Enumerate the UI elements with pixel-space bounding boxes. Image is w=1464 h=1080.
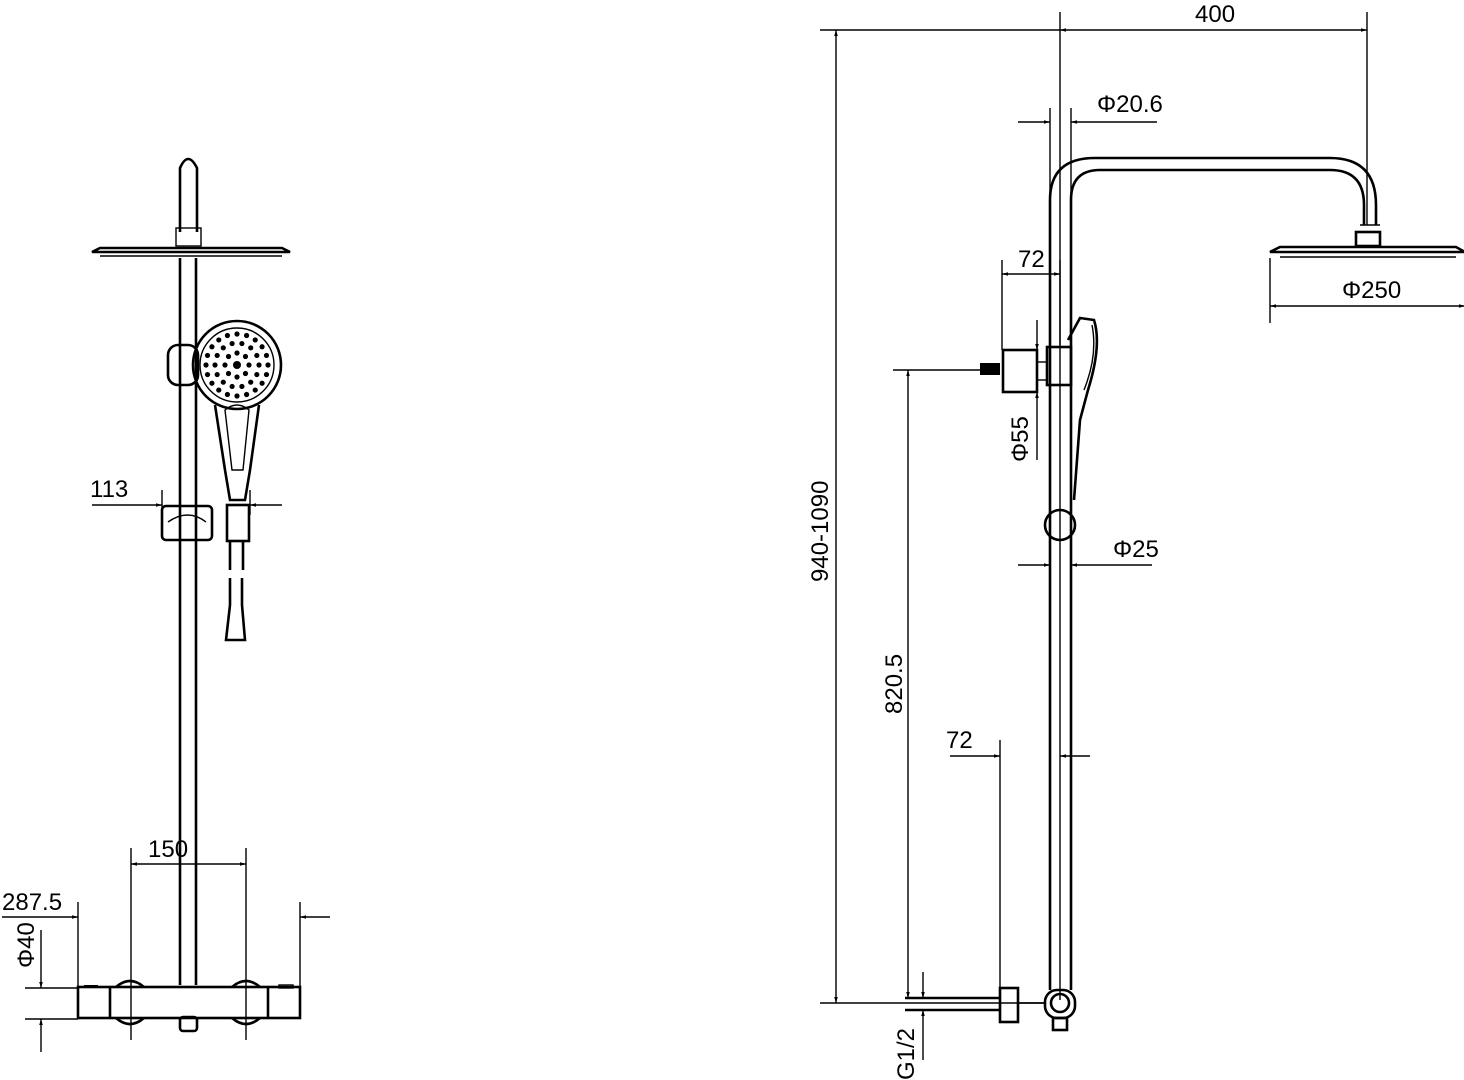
dim-phi40-label: Φ40 bbox=[13, 922, 40, 968]
front-view: 113 150 287.5 Φ40 bbox=[2, 157, 330, 1052]
dimension-g1-2: G1/2 bbox=[893, 972, 925, 1080]
dim-287-5-label: 287.5 bbox=[2, 889, 62, 916]
nozzle-dot bbox=[203, 362, 209, 368]
nozzle-dot bbox=[214, 352, 220, 359]
dim-113-label: 113 bbox=[90, 476, 128, 503]
nozzle-dot bbox=[234, 393, 240, 399]
dim-phi250-label: Φ250 bbox=[1342, 277, 1401, 304]
nozzle-dot bbox=[242, 353, 249, 360]
dimension-72-top: 72 bbox=[1001, 246, 1061, 350]
dim-400-label: 400 bbox=[1195, 1, 1235, 28]
dimension-400: 400 bbox=[1059, 1, 1368, 225]
nozzle-dot bbox=[254, 371, 260, 378]
nozzle-dot bbox=[212, 362, 218, 368]
nozzle-dot bbox=[216, 387, 222, 393]
dimension-phi55: Φ55 bbox=[1007, 320, 1039, 462]
wall-connector-side bbox=[905, 986, 1077, 1032]
dimension-phi40: Φ40 bbox=[13, 922, 78, 1052]
dim-940-1090-label: 940-1090 bbox=[807, 481, 834, 582]
nozzle-dot bbox=[239, 383, 245, 390]
nozzle-dot bbox=[229, 383, 235, 390]
dimension-72-bottom: 72 bbox=[946, 727, 1090, 988]
dim-phi25-label: Φ25 bbox=[1113, 536, 1159, 563]
nozzle-dot bbox=[222, 362, 228, 368]
side-view: 400 Φ20.6 72 Φ250 Φ55 bbox=[807, 1, 1464, 1080]
nozzle-dot bbox=[263, 352, 270, 359]
nozzle-dot bbox=[225, 353, 232, 360]
dim-phi20-6-label: Φ20.6 bbox=[1097, 91, 1163, 118]
nozzle-dot bbox=[246, 362, 252, 368]
nozzle-dot bbox=[220, 345, 226, 351]
dim-72-top-label: 72 bbox=[1018, 246, 1045, 273]
nozzle-dot bbox=[248, 345, 254, 351]
slider-holder-front bbox=[160, 503, 251, 642]
nozzle-dot bbox=[252, 337, 258, 343]
nozzle-dot bbox=[224, 391, 231, 398]
nozzle-dot bbox=[242, 370, 249, 377]
nozzle-dot bbox=[243, 332, 250, 339]
hand-shower-front bbox=[166, 319, 283, 502]
nozzle-dot bbox=[209, 344, 215, 350]
shower-arm-side bbox=[1048, 156, 1464, 258]
nozzle-dot bbox=[229, 340, 235, 347]
nozzle-dot bbox=[254, 352, 260, 359]
nozzle-dot bbox=[234, 374, 240, 380]
nozzle-dot bbox=[234, 350, 240, 356]
dimension-phi20-6: Φ20.6 bbox=[1018, 91, 1163, 200]
overhead-shower-front bbox=[91, 157, 291, 257]
dimension-940-1090: 940-1090 bbox=[807, 29, 1060, 1004]
nozzle-dot bbox=[214, 371, 220, 378]
nozzle-dot bbox=[248, 379, 254, 385]
nozzle-dot bbox=[259, 344, 265, 350]
dim-phi55-label: Φ55 bbox=[1007, 416, 1034, 462]
dimension-phi250: Φ250 bbox=[1269, 258, 1464, 323]
dimension-150: 150 bbox=[130, 836, 247, 1040]
dimension-phi25: Φ25 bbox=[1018, 536, 1159, 567]
nozzle-dot bbox=[225, 370, 232, 377]
dim-g1-2-label: G1/2 bbox=[893, 1028, 920, 1080]
dimension-287-5: 287.5 bbox=[2, 889, 330, 987]
nozzle-dot bbox=[256, 362, 262, 368]
dim-72-bottom-label: 72 bbox=[946, 727, 973, 754]
nozzle-dot bbox=[220, 379, 226, 385]
nozzle-dot bbox=[265, 362, 271, 368]
nozzle-dot bbox=[204, 371, 211, 378]
nozzle-dot bbox=[209, 380, 215, 386]
hand-shower-side bbox=[980, 316, 1099, 542]
dimension-113: 113 bbox=[90, 476, 282, 515]
nozzle-dot bbox=[204, 352, 211, 359]
nozzle-dot bbox=[224, 332, 231, 339]
nozzle-dot bbox=[263, 371, 270, 378]
nozzle-dot bbox=[239, 340, 245, 347]
nozzle-dot bbox=[252, 387, 258, 393]
dim-820-5-label: 820.5 bbox=[881, 654, 908, 714]
thermostatic-valve-front bbox=[76, 979, 302, 1033]
dim-150-label: 150 bbox=[148, 836, 188, 863]
nozzle-dot bbox=[234, 331, 240, 337]
dimension-820-5: 820.5 bbox=[881, 369, 980, 998]
nozzle-dot bbox=[216, 337, 222, 343]
nozzle-dot bbox=[259, 380, 265, 386]
nozzle-dot bbox=[243, 391, 250, 398]
